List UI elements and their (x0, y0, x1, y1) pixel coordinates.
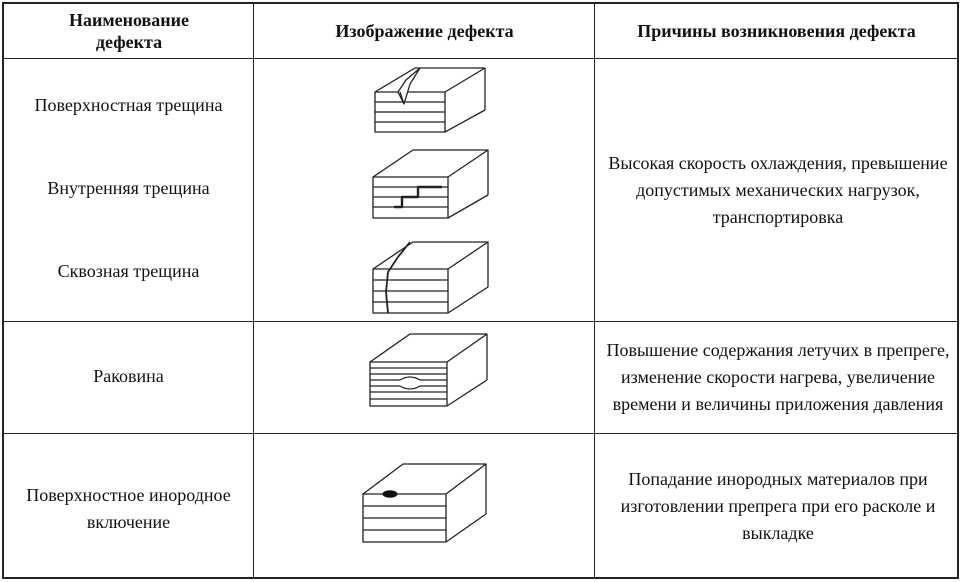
through-crack-figure (372, 241, 489, 314)
row-divider (4, 433, 957, 434)
defect-through-crack: Сквозная трещина (4, 256, 253, 286)
internal-crack-figure (372, 149, 489, 219)
defect-surface-crack: Поверхностная трещина (4, 90, 253, 120)
header-name-text: Наименование дефекта (69, 10, 189, 52)
header-image-text: Изображение дефекта (335, 21, 514, 41)
foreign-inclusion-figure (362, 463, 487, 543)
defect-label: Внутренняя трещина (47, 177, 210, 198)
header-cause: Причины возникновения дефекта (596, 4, 957, 58)
cause-cracks: Высокая скорость охлаждения, превышение … (602, 134, 954, 246)
header-image: Изображение дефекта (255, 4, 594, 58)
cavity-figure (369, 333, 488, 407)
row-divider (4, 321, 957, 322)
defect-label: Поверхностная трещина (34, 94, 223, 115)
cause-text: Повышение содержания летучих в препреге,… (606, 339, 950, 414)
defect-foreign-inclusion: Поверхностное инородное включение (4, 479, 253, 539)
row-divider (4, 58, 957, 59)
column-divider (594, 4, 595, 577)
column-divider (253, 4, 254, 577)
defect-label: Поверхностное инородное включение (26, 485, 231, 532)
cause-foreign-inclusion: Попадание инородных материалов при изгот… (602, 461, 954, 551)
defect-internal-crack: Внутренняя трещина (4, 173, 253, 203)
header-cause-text: Причины возникновения дефекта (637, 21, 916, 41)
cause-text: Попадание инородных материалов при изгот… (620, 468, 936, 543)
defect-cavity: Раковина (4, 361, 253, 391)
cause-text: Высокая скорость охлаждения, превышение … (608, 152, 948, 227)
cause-cavity: Повышение содержания летучих в препреге,… (602, 321, 954, 433)
defect-label: Сквозная трещина (57, 260, 200, 281)
surface-crack-figure (374, 67, 486, 133)
defect-label: Раковина (93, 365, 164, 386)
header-name: Наименование дефекта (44, 4, 214, 58)
